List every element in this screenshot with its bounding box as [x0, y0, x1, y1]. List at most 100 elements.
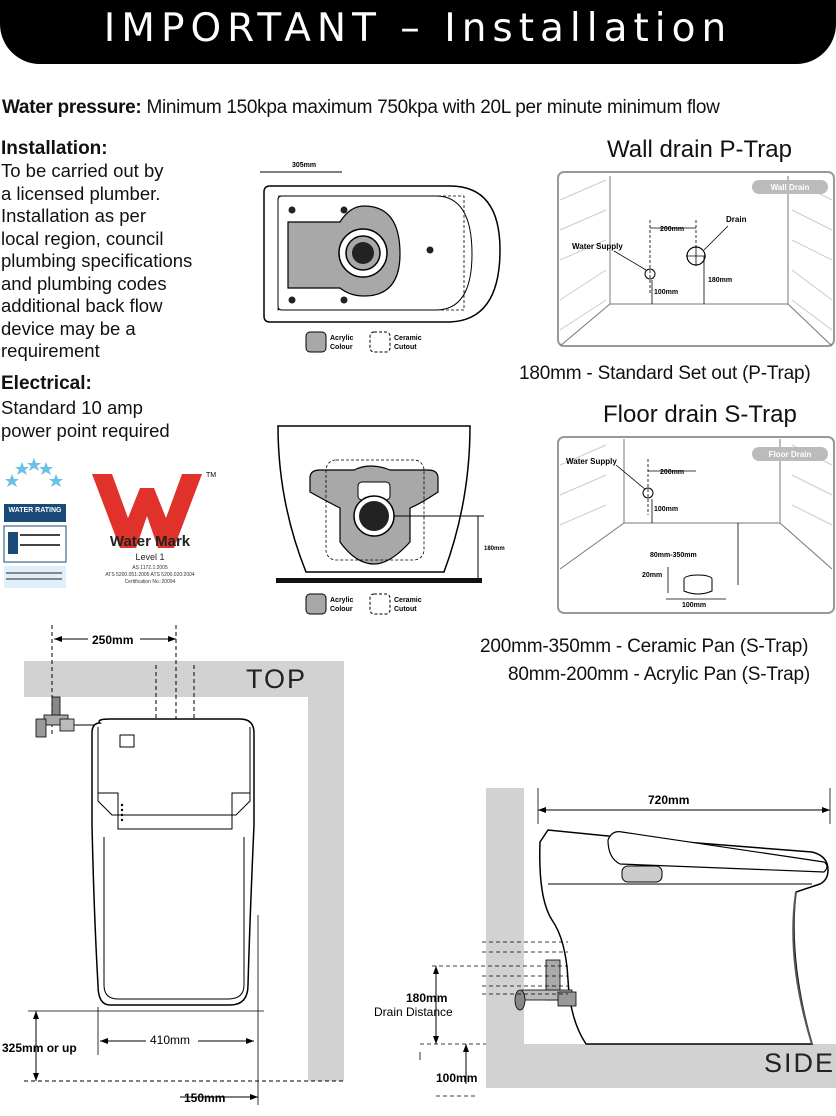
- water-supply-label: Water Supply: [572, 242, 623, 251]
- wall-drain-diagram: Wall Drain 200mm 180mm 100mm Water Suppl…: [557, 171, 835, 347]
- water-pressure-line: Water pressure: Minimum 150kpa maximum 7…: [2, 97, 720, 119]
- toilet-top-outline: [91, 718, 255, 1006]
- ceramic-cutout-outline: [325, 459, 425, 561]
- pan-top-diagram: 305mm Acrylic Colour Ceramic Cutout: [260, 162, 501, 353]
- wall-drain-title: Wall drain P-Trap: [607, 136, 792, 163]
- water-pressure-text: Minimum 150kpa maximum 750kpa with 20L p…: [141, 97, 720, 118]
- drain-label: Drain: [726, 215, 747, 224]
- dim-label: 180mm: [406, 991, 447, 1005]
- fixing-hole: [288, 206, 296, 214]
- watermark-logo: TM Water Mark Level 1 AS 1172.1:2005 ATS…: [92, 472, 216, 585]
- dim-label: 250mm: [92, 633, 133, 647]
- water-supply-point: [642, 487, 654, 499]
- installation-line: Installation as per: [1, 205, 147, 226]
- water-rating-title: WATER RATING: [8, 507, 62, 514]
- header-banner: [0, 0, 836, 64]
- legend-ceramic-label: Ceramic: [394, 597, 422, 604]
- dim-label: 720mm: [648, 793, 689, 807]
- watermark-level: Level 1: [135, 552, 164, 562]
- side-water-valve-icon: [514, 959, 577, 1011]
- floor-drain-badge-label: Floor Drain: [769, 450, 812, 459]
- floor-drain-caption: 200mm-350mm - Ceramic Pan (S-Trap): [480, 636, 809, 657]
- installation-line: To be carried out by: [1, 160, 164, 181]
- dim-label: 200mm: [660, 226, 684, 233]
- installation-line: and plumbing codes: [1, 272, 167, 294]
- dim-label: 100mm: [654, 289, 678, 296]
- floor-drain-pipe-body: [683, 579, 713, 595]
- legend-acrylic-label: Colour: [330, 344, 353, 351]
- legend-ceramic-label: Cutout: [394, 344, 417, 351]
- dim-label: 200mm: [660, 469, 684, 476]
- indicator-dots: [120, 803, 124, 822]
- watermark-w-icon: [92, 474, 202, 548]
- wall-drain-caption: 180mm - Standard Set out (P-Trap): [519, 363, 811, 384]
- drain-outlet-inner: [359, 501, 389, 531]
- water-pressure-label: Water pressure:: [2, 97, 142, 118]
- installation-line: additional back flow: [1, 295, 163, 316]
- pan-front-diagram: 180mm Acrylic Colour Ceramic Cutout: [276, 425, 505, 615]
- fixing-hole: [426, 246, 434, 254]
- floor-drain-caption: 80mm-200mm - Acrylic Pan (S-Trap): [508, 664, 811, 685]
- legend-acrylic-label: Colour: [330, 606, 353, 613]
- electrical-line: Standard 10 amp: [1, 397, 143, 418]
- drain-distance-label: Drain Distance: [374, 1005, 453, 1019]
- water-supply-point: [644, 268, 656, 280]
- legend-ceramic-label: Cutout: [394, 606, 417, 613]
- drain-outlet-inner: [352, 242, 374, 264]
- water-rating-label: WATER RATING: [0, 446, 68, 590]
- side-wall: [308, 661, 344, 1081]
- watermark-standard: AS 1172.1:2005: [132, 565, 168, 571]
- back-wall: [486, 788, 524, 1088]
- dim-label: 410mm: [150, 1033, 190, 1047]
- legend-acrylic-swatch: [305, 331, 327, 353]
- fixing-hole: [340, 206, 348, 214]
- installation-heading: Installation:: [1, 138, 108, 159]
- legend-acrylic-label: Acrylic: [330, 335, 353, 342]
- top-wall: [24, 661, 344, 697]
- water-supply-valve-icon: [35, 696, 100, 738]
- installation-line: plumbing specifications: [1, 250, 193, 271]
- floor-drain-title: Floor drain S-Trap: [603, 401, 797, 428]
- electrical-heading: Electrical:: [1, 373, 92, 394]
- fixing-hole: [340, 296, 348, 304]
- floor-line: [276, 578, 482, 583]
- electrical-text: Standard 10 amp power point required: [1, 397, 231, 442]
- side-view-diagram: SIDE 720mm 180mm Drain Distance 100mm: [374, 788, 836, 1097]
- dim-label: 20mm: [642, 572, 662, 579]
- electrical-line: power point required: [1, 419, 170, 441]
- floor-drain-diagram: Floor Drain Water Supply 200mm 100mm 80m…: [557, 436, 835, 614]
- ceramic-cutout-outline: [277, 195, 465, 311]
- dim-label: 100mm: [654, 506, 678, 513]
- dim-label: 180mm: [708, 277, 732, 284]
- dim-label: 100mm: [436, 1071, 477, 1085]
- watermark-brand: Water Mark: [110, 533, 191, 550]
- legend-ceramic-swatch: [369, 331, 391, 353]
- legend-acrylic-label: Acrylic: [330, 597, 353, 604]
- dim-label: 305mm: [292, 162, 316, 169]
- installation-line: requirement: [1, 340, 100, 361]
- watermark-standard: Certification No.:20094: [125, 579, 176, 585]
- installation-line: a licensed plumber.: [1, 182, 161, 204]
- page-title: IMPORTANT – Installation: [103, 6, 733, 51]
- installation-line: local region, council: [1, 227, 164, 249]
- dim-label: 80mm-350mm: [650, 552, 697, 559]
- fixing-hole: [288, 296, 296, 304]
- dim-label: 150mm: [184, 1091, 225, 1105]
- dim-label: 180mm: [484, 546, 505, 552]
- seat-lid: [607, 831, 828, 873]
- installation-text: To be carried out by a licensed plumber.…: [1, 160, 231, 363]
- wall-drain-badge-label: Wall Drain: [771, 183, 810, 192]
- water-supply-label: Water Supply: [566, 457, 617, 466]
- side-view-label: SIDE: [764, 1048, 835, 1078]
- wall-drain-badge: [752, 180, 828, 194]
- legend-ceramic-swatch: [369, 593, 391, 615]
- top-view-diagram: TOP 250mm 325mm or up 410mm 150mm: [2, 625, 344, 1105]
- top-view-label: TOP: [246, 664, 307, 694]
- star-rating-icon: [5, 458, 63, 487]
- side-panel: [621, 865, 663, 883]
- watermark-standard: ATS 5200.051:2005 ATS 5200.020:2004: [105, 572, 195, 578]
- dim-label: 100mm: [682, 602, 706, 609]
- floor: [486, 1044, 836, 1088]
- legend-acrylic-swatch: [305, 593, 327, 615]
- legend-ceramic-label: Ceramic: [394, 335, 422, 342]
